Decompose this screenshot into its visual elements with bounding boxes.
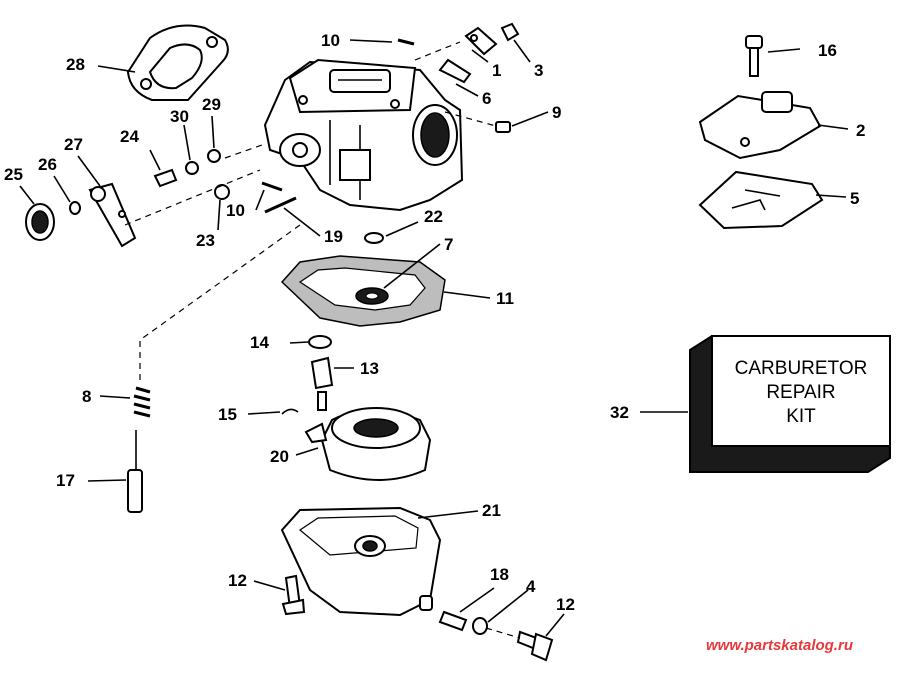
callout-7: 7 — [444, 235, 453, 254]
part-17-screw — [745, 35, 763, 77]
callout-17: 16 — [818, 41, 837, 60]
callout-5: 5 — [850, 189, 859, 208]
part-1-clip — [464, 26, 498, 56]
part-7-washer — [355, 287, 389, 305]
callout-23: 22 — [424, 207, 443, 226]
part-22-float-bowl — [280, 506, 442, 617]
part-14-needle-seat — [310, 356, 334, 411]
callout-22: 21 — [482, 501, 501, 520]
part-19-needle — [438, 610, 468, 632]
part-10-pin-mid — [261, 181, 283, 192]
carburetor-repair-kit-box: CARBURETOR REPAIR KIT — [689, 335, 891, 473]
callout-14: 13 — [360, 359, 379, 378]
part-16-clip — [281, 408, 299, 415]
part-27-o-ring — [69, 201, 81, 215]
callout-30: 29 — [202, 95, 221, 114]
part-9-plug — [495, 121, 511, 133]
part-29-gasket — [126, 24, 229, 101]
part-4-washer — [472, 617, 488, 635]
callout-8: 8 — [82, 387, 91, 406]
callout-26: 25 — [4, 165, 23, 184]
part-31-washer — [185, 161, 199, 175]
callout-2: 2 — [856, 121, 865, 140]
callout-4: 4 — [526, 577, 536, 596]
callout-16: 15 — [218, 405, 237, 424]
part-6-pin — [438, 58, 472, 84]
callout-12: 12 — [556, 595, 575, 614]
callout-31: 30 — [170, 107, 189, 126]
callout-9: 9 — [552, 103, 561, 122]
kit-label-line1: CARBURETOR — [735, 358, 868, 379]
part-3-screw — [500, 22, 520, 42]
callout-25: 24 — [120, 127, 139, 146]
part-2-cover — [698, 91, 822, 160]
callout-3: 3 — [534, 61, 543, 80]
part-23-plug — [364, 232, 384, 244]
part-18-needle — [127, 430, 143, 513]
part-26-bushing — [25, 203, 55, 241]
callout-24: 23 — [196, 231, 215, 250]
watermark: www.partskatalog.ru — [706, 637, 853, 654]
leader-lines — [19, 39, 849, 637]
part-12-screw — [516, 630, 554, 662]
callout-6: 6 — [482, 89, 491, 108]
part-5-diaphragm — [698, 170, 824, 230]
callout-21: 20 — [270, 447, 289, 466]
part-21-float — [304, 407, 432, 481]
callout-11: 11 — [496, 289, 514, 308]
kit-label-line2: REPAIR — [766, 382, 835, 403]
part-10-pin-top — [397, 38, 415, 46]
part-20-screw — [264, 196, 297, 214]
callout-10-top: 10 — [321, 31, 340, 50]
carburetor-body — [263, 58, 464, 212]
callout-20: 19 — [324, 227, 343, 246]
part-15-gasket — [308, 335, 332, 349]
callout-13: 12 — [228, 571, 247, 590]
callout-1: 1 — [492, 61, 501, 80]
callout-10-mid: 10 — [226, 201, 245, 220]
callout-28: 27 — [64, 135, 83, 154]
part-25-screw — [153, 168, 178, 188]
part-28-lever — [88, 182, 137, 248]
kit-label-line3: KIT — [786, 406, 816, 427]
part-8-spring — [133, 386, 151, 418]
part-30-lockwasher — [207, 149, 221, 163]
callout-27: 26 — [38, 155, 57, 174]
callout-32: 32 — [610, 403, 629, 422]
callout-15: 14 — [250, 333, 269, 352]
callout-18: 17 — [56, 471, 75, 490]
part-13-screw — [281, 574, 306, 616]
callout-29: 28 — [66, 55, 85, 74]
callout-19: 18 — [490, 565, 509, 584]
